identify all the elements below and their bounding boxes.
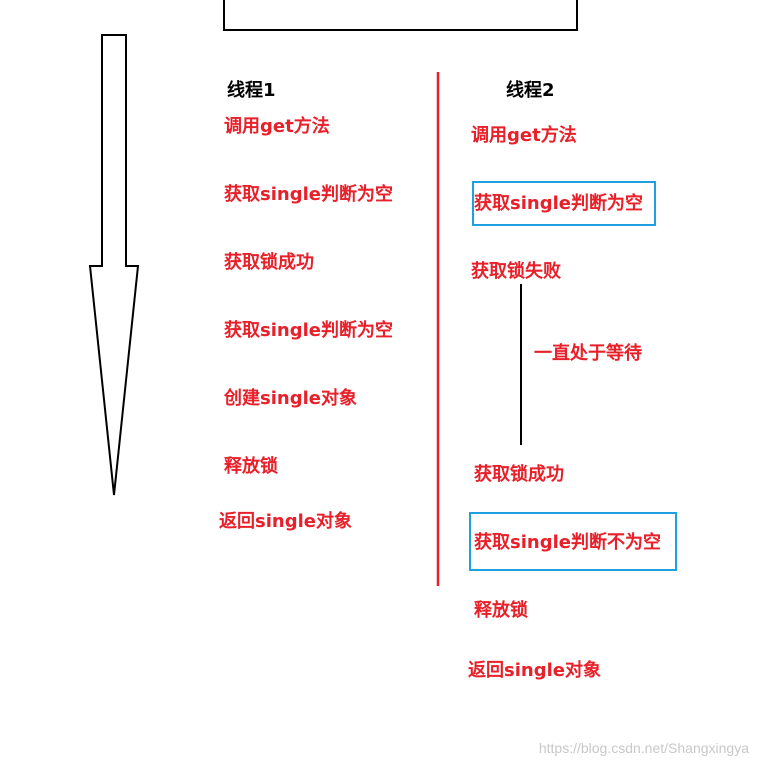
- thread2-step-lock-failed: 获取锁失败: [471, 261, 561, 282]
- thread1-step-create-object: 创建single对象: [224, 388, 357, 409]
- highlight-box-null-check: [472, 181, 656, 226]
- watermark: https://blog.csdn.net/Shangxingya: [538, 740, 749, 756]
- down-arrow-icon: [88, 34, 140, 496]
- thread1-step-call-get: 调用get方法: [224, 116, 330, 137]
- highlight-box-not-null-check: [469, 512, 677, 571]
- thread2-step-check-null: 获取single判断为空: [474, 193, 643, 214]
- thread1-step-check-null-again: 获取single判断为空: [224, 320, 393, 341]
- thread2-wait-note: 一直处于等待: [534, 343, 642, 364]
- thread1-step-release-lock: 释放锁: [224, 456, 278, 477]
- thread1-title: 线程1: [227, 80, 276, 101]
- thread2-step-lock-acquired: 获取锁成功: [474, 464, 564, 485]
- thread2-step-release-lock: 释放锁: [474, 600, 528, 621]
- thread1-step-lock-acquired: 获取锁成功: [224, 252, 314, 273]
- thread2-step-check-not-null: 获取single判断不为空: [474, 532, 661, 553]
- thread2-step-call-get: 调用get方法: [471, 125, 577, 146]
- thread1-step-check-null: 获取single判断为空: [224, 184, 393, 205]
- top-frame-box: [223, 0, 578, 31]
- thread2-step-return-object: 返回single对象: [468, 660, 601, 681]
- thread2-title: 线程2: [506, 80, 555, 101]
- thread1-step-return-object: 返回single对象: [219, 511, 352, 532]
